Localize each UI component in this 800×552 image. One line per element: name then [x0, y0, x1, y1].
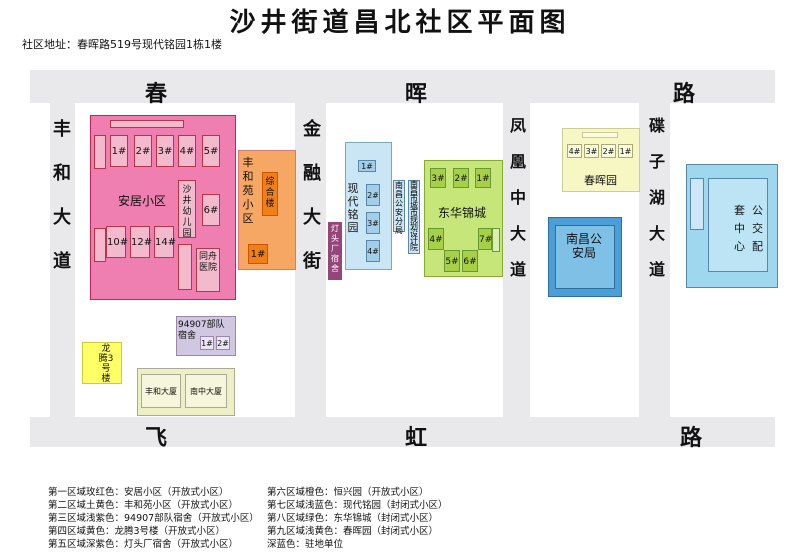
chunhui-building-3: 3#: [584, 144, 599, 158]
legend-item: 第六区域橙色：恒兴园（开放式小区）: [267, 487, 429, 498]
longteng-name: 龙腾3号楼: [98, 344, 114, 384]
donghua-building-4: 4#: [428, 228, 444, 250]
fenghe-yuan-building-1: 1#: [248, 244, 268, 264]
bureau-name: 南昌公安局: [566, 232, 603, 260]
fenghe-dasha-right: 南中大厦: [185, 374, 227, 408]
bus-center-inner: [708, 178, 768, 272]
legend-item: 深蓝色：驻地单位: [267, 539, 344, 550]
unit-police-branch[interactable]: 南昌公安分局: [393, 180, 405, 235]
bus-center-label: 套: [734, 204, 745, 217]
community-address: 社区地址：春晖路519号现代铭园1栋1楼: [22, 38, 222, 51]
xiandai-building-4: 4#: [366, 240, 380, 262]
donghua-building-7: 7#: [478, 228, 492, 250]
chunhui-name: 春晖园: [584, 174, 617, 187]
legend-item: 第二区域土黄色：丰和苑小区（开放式小区）: [48, 500, 239, 511]
legend-item: 第九区域浅黄色：春晖园（封闭式小区）: [267, 526, 439, 537]
bus-center-label-2: 公: [752, 204, 763, 217]
legend-item: 第一区域玫红色：安居小区（开放式小区）: [48, 487, 229, 498]
page-title: 沙井街道昌北社区平面图: [229, 8, 571, 38]
anju-hospital: 同舟医院: [196, 248, 220, 292]
road-jinrong-street: 金融大街: [303, 119, 321, 272]
donghua-building-5: 5#: [444, 250, 460, 272]
road-diezihu-avenue: 碟子湖大道: [648, 116, 665, 279]
chunhui-building-2: 2#: [601, 144, 616, 158]
road-chunhui-1: 春: [145, 81, 168, 107]
xiandai-building-3: 3#: [366, 212, 380, 234]
road-fenghe-avenue: 丰和大道: [53, 119, 71, 272]
anju-building-2: 2#: [134, 135, 152, 167]
road-feihong-1: 飞: [145, 425, 168, 451]
chunhui-top-strip: [582, 132, 618, 138]
anju-building-5: 5#: [202, 135, 220, 167]
donghua-building-3: 3#: [430, 168, 446, 188]
legend-item: 第五区域深紫色：灯头厂宿舍（开放式小区）: [48, 539, 239, 550]
anju-name: 安居小区: [118, 194, 167, 208]
legend-item: 第三区域浅紫色：94907部队宿舍（开放式小区）: [48, 513, 259, 524]
road-feihong-3: 路: [680, 425, 703, 451]
anju-top-strip: [110, 120, 184, 128]
fenghe-yuan-complex-building: 综合楼: [262, 172, 278, 216]
bus-center-label-3: 中: [734, 222, 745, 235]
legend-item: 第八区域绿色：东华锦城（封闭式小区）: [267, 513, 439, 524]
xiandai-building-2: 2#: [366, 184, 380, 206]
anju-building-6: 6#: [202, 194, 220, 226]
xiandai-name: 现代铭园: [347, 182, 359, 234]
barracks-building-1: 1#: [200, 336, 214, 350]
anju-building-12: 12#: [130, 226, 152, 258]
road-chunhui-3: 路: [673, 81, 696, 107]
anju-side-bottom: [94, 228, 106, 262]
donghua-name: 东华锦城: [438, 206, 487, 220]
road-fenghuang-avenue: 凤凰中大道: [509, 116, 526, 279]
legend-item: 第四区域黄色：龙腾3号楼（开放式小区）: [48, 526, 226, 537]
barracks-name: 94907部队宿舍: [178, 320, 225, 341]
anju-side-top: [94, 135, 106, 169]
anju-building-3: 3#: [156, 135, 174, 167]
donghua-building-6: 6#: [462, 250, 478, 272]
road-feihong-2: 虹: [405, 425, 428, 451]
unit-planning-institute[interactable]: 南昌市城市规划设计院: [408, 180, 420, 254]
donghua-building-1: 1#: [475, 168, 491, 188]
zone-longteng-3[interactable]: [82, 342, 122, 384]
donghua-side-building: [492, 228, 500, 252]
legend-item: 第七区域浅蓝色：现代铭园（封闭式小区）: [267, 500, 448, 511]
fenghe-dasha-left: 丰和大厦: [141, 374, 181, 408]
fenghe-yuan-name: 丰和苑小区: [242, 156, 254, 225]
bus-center-label-5: 心: [734, 240, 745, 253]
legend-right: 第六区域橙色：恒兴园（开放式小区） 第七区域浅蓝色：现代铭园（封闭式小区） 第八…: [267, 486, 487, 551]
donghua-building-2: 2#: [453, 168, 469, 188]
anju-kindergarten: 沙井幼儿园: [178, 180, 196, 239]
bus-center-side: [690, 178, 704, 230]
bureau-inner: [555, 225, 615, 289]
block-south: [30, 447, 775, 480]
legend-left: 第一区域玫红色：安居小区（开放式小区） 第二区域土黄色：丰和苑小区（开放式小区）…: [48, 486, 263, 551]
bus-center-label-4: 交: [752, 222, 763, 235]
anju-building-14: 14#: [154, 226, 176, 258]
zone-chunhui-yuan[interactable]: [562, 128, 640, 192]
block-left-strip: [30, 103, 50, 417]
anju-building-1: 1#: [110, 135, 128, 167]
barracks-building-2: 2#: [216, 336, 230, 350]
chunhui-building-4: 4#: [567, 144, 582, 158]
bus-center-label-6: 配: [752, 240, 763, 253]
anju-building-4: 4#: [178, 135, 196, 167]
zone-dengtou-dorm[interactable]: 灯头厂宿舍: [328, 222, 342, 280]
xiandai-building-1: 1#: [358, 160, 376, 172]
chunhui-building-1: 1#: [618, 144, 633, 158]
anju-small-block: [178, 244, 192, 290]
anju-building-10: 10#: [106, 226, 128, 258]
road-chunhui-2: 晖: [405, 81, 428, 107]
